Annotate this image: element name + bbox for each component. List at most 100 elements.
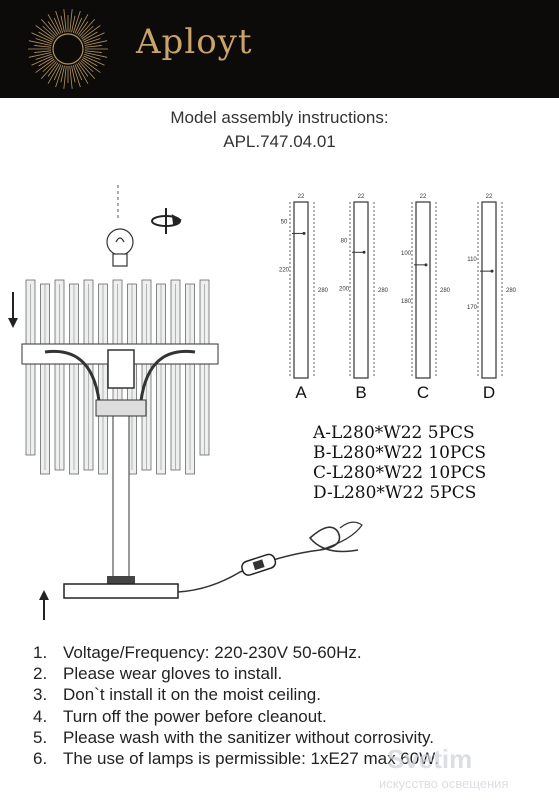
instruction-text: Please wash with the sanitizer without c… <box>63 727 435 747</box>
sun-ray <box>53 64 62 81</box>
instruction-number: 3. <box>33 685 48 705</box>
sun-ray <box>76 63 89 84</box>
cord-switch-icon <box>241 553 277 576</box>
rod-hole <box>302 231 306 235</box>
rod-width-label: 22 <box>420 194 427 200</box>
instruction-number: 4. <box>33 706 48 726</box>
sun-ray <box>74 64 83 81</box>
sun-ray <box>82 57 98 67</box>
sun-ray <box>53 17 62 34</box>
sun-ray <box>35 58 55 73</box>
base-collar <box>107 576 135 584</box>
left-arm <box>44 349 102 411</box>
power-cord <box>177 526 359 593</box>
rod-width-label: 22 <box>358 194 365 200</box>
instruction-item: 3.Don`t install it on the moist ceiling. <box>33 684 439 705</box>
sun-ray <box>63 9 67 33</box>
rod-outline <box>481 201 497 379</box>
watermark-logo: Svetim искусство освещения <box>379 744 509 791</box>
down-arrow-icon <box>8 292 18 328</box>
instruction-text: Voltage/Frequency: 220-230V 50-60Hz. <box>63 643 362 662</box>
rod-letter: D <box>483 383 495 402</box>
rod-top-label: 110 <box>467 257 477 263</box>
rod-outline <box>415 201 431 379</box>
sun-ray <box>60 15 65 33</box>
rod-top-label: 80 <box>341 238 348 244</box>
sun-ray <box>79 19 96 37</box>
rod-spec-line: B-L280*W22 10PCS <box>313 443 487 463</box>
sun-ray <box>74 17 83 34</box>
sun-ray <box>35 53 52 60</box>
sun-ray <box>55 10 64 33</box>
sun-ray <box>80 60 94 73</box>
lamp-diagram <box>8 185 219 620</box>
sun-ray <box>31 55 53 66</box>
sun-ray <box>69 65 73 89</box>
rod-letter: A <box>295 383 307 402</box>
sun-ray <box>34 50 52 53</box>
sun-ray <box>71 15 76 33</box>
sun-ray <box>47 63 60 84</box>
header-banner: Aployt <box>0 0 559 98</box>
up-arrow-icon <box>39 590 49 620</box>
rod-width-label: 22 <box>298 194 305 200</box>
sun-ray <box>83 32 105 43</box>
sun-ray <box>84 50 102 53</box>
sun-ray <box>40 19 57 37</box>
instruction-number: 1. <box>33 643 48 662</box>
sun-ray <box>35 38 52 45</box>
instruction-text: The use of lamps is permissible: 1xE27 m… <box>63 749 440 769</box>
brand-logo: Aployt <box>136 22 253 62</box>
instruction-number: 6. <box>33 749 48 769</box>
sun-ray <box>42 60 56 73</box>
instruction-list: 1. Voltage/Frequency: 220-230V 50-60Hz. 2.… <box>33 642 439 769</box>
svg-text:искусство освещения: искусство освещения <box>379 776 509 791</box>
sun-ray <box>28 40 52 46</box>
rod-bottom-label: 200 <box>339 286 350 292</box>
sun-ray <box>38 31 54 41</box>
page-title: Model assembly instructions: <box>170 108 389 127</box>
rod-bottom-label: 170 <box>467 305 478 311</box>
rod-spec-line: C-L280*W22 10PCS <box>313 463 487 483</box>
rod-bottom-label: 220 <box>279 267 290 273</box>
sun-ray <box>55 65 64 88</box>
sun-ray <box>31 32 53 43</box>
rod-width-label: 22 <box>486 194 493 200</box>
sun-ray <box>47 21 59 36</box>
sun-ray <box>60 65 65 83</box>
sun-ray <box>40 61 57 79</box>
left-sunburst-icon <box>28 9 108 89</box>
instruction-number: 2. <box>33 664 48 684</box>
sun-ray <box>38 57 54 67</box>
bulb-icon <box>106 228 134 267</box>
sun-ray <box>77 21 89 36</box>
instruction-item: 4.Turn off the power before cleanout. <box>33 706 439 727</box>
instruction-number: 5. <box>33 727 48 747</box>
rod-length-label: 280 <box>506 288 517 294</box>
rod-length-label: 280 <box>440 288 451 294</box>
instruction-text: Please wear gloves to install. <box>63 664 283 684</box>
sun-ray <box>47 14 60 35</box>
center-hub <box>95 399 147 417</box>
sun-ray <box>84 52 108 58</box>
sun-ray <box>69 9 73 33</box>
lamp-stem <box>112 415 130 582</box>
instruction-item: 5. Please wash with the sanitizer without… <box>33 727 439 748</box>
sun-ray <box>34 45 52 48</box>
rotate-arrow-icon <box>151 208 182 234</box>
sun-ray <box>81 25 101 40</box>
sun-ray <box>63 65 67 89</box>
sun-ray <box>79 61 96 79</box>
rod-bottom-label: 180 <box>401 299 412 305</box>
sun-ray <box>71 65 76 83</box>
sun-ray <box>80 25 94 38</box>
rod-hole <box>362 250 366 254</box>
rod-outline <box>293 201 309 379</box>
sun-ray <box>84 40 108 46</box>
rod-spec-line: D-L280*W22 5PCS <box>313 483 477 503</box>
sun-ray <box>82 31 98 41</box>
